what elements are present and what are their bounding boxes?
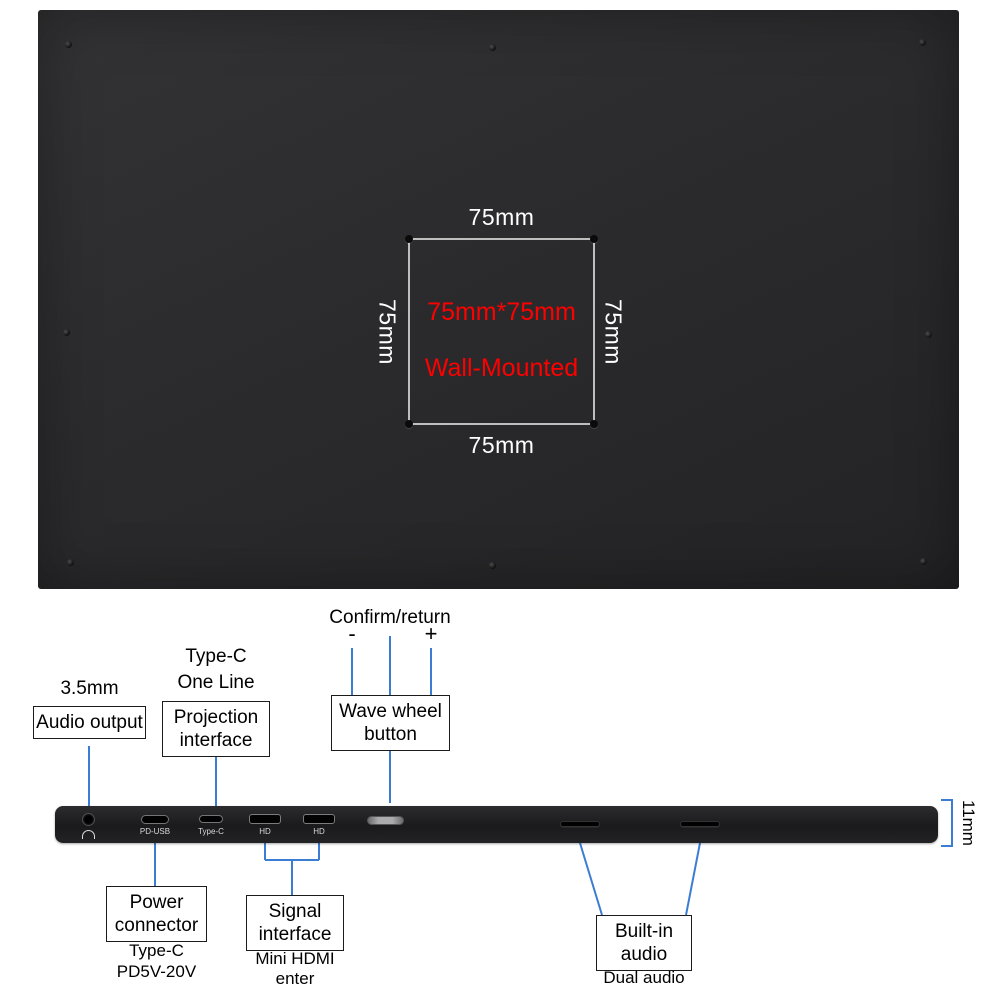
vesa-mount-outline [405,235,598,428]
thickness-dimension: 11mm [959,800,978,846]
screw-icon [63,329,70,336]
mini-hdmi-port-2-label: HD [313,827,325,836]
wheel-plus-sign: + [424,621,438,646]
monitor-back-panel: 75mm 75mm 75mm 75mm 75mm*75mm Wall-Mount… [38,10,959,589]
pd-usb-port [141,815,169,824]
screw-icon [925,331,932,338]
power-sub-1: Type-C [129,941,184,960]
vesa-mounted-text: Wall-Mounted [424,354,579,382]
vesa-hole-icon [590,420,598,428]
mini-hdmi-port-2 [303,814,335,824]
speaker-grille-left [560,821,600,827]
wave-wheel-button[interactable] [367,816,404,825]
vesa-hole-icon [405,420,413,428]
vesa-dim-left: 75mm [374,298,401,365]
audio-output-label: Audio output [36,712,143,733]
speaker-grille-right [680,821,720,827]
vesa-dim-right: 75mm [600,298,627,365]
builtin-audio-box: Built-in audio [596,915,692,971]
speaker-right-line [685,842,701,916]
signal-interface-box: Signal interface [246,895,344,951]
wheel-minus-sign: - [348,621,356,646]
screw-icon [489,562,496,569]
speakers-sub: Dual audio [603,968,685,987]
screw-icon [920,558,927,565]
vesa-dim-bottom: 75mm [468,432,535,458]
pd-usb-port-label: PD-USB [139,827,171,836]
type-c-port [199,815,223,823]
projection-caption-2: One Line [177,672,255,693]
screw-icon [489,44,496,51]
screw-icon [67,559,74,566]
wave-wheel-box: Wave wheel button [331,695,450,751]
signal-sub-2: enter [275,969,315,988]
speakers-label-line2: audio [620,944,668,965]
projection-label-line2: interface [179,730,253,751]
projection-label-line1: Projection [173,707,259,728]
vesa-hole-icon [405,235,413,243]
power-sub-2: PD5V-20V [116,962,197,981]
audio-caption: 3.5mm [60,678,119,699]
power-connector-box: Power connector [106,886,207,942]
wheel-label-line1: Wave wheel [339,701,442,722]
mini-hdmi-port-1-label: HD [259,827,271,836]
monitor-side-view: PD-USB Type-C HD HD [55,806,938,843]
power-label-line2: connector [114,915,199,936]
screw-icon [919,39,926,46]
wheel-caption: Confirm/return [329,607,451,628]
projection-caption-1: Type-C [185,646,247,667]
signal-bracket [264,843,320,895]
type-c-port-label: Type-C [198,827,224,836]
vesa-size-text: 75mm*75mm [427,298,576,326]
wheel-label-line2: button [364,724,417,745]
power-label-line1: Power [129,892,184,913]
audio-output-box: Audio output [33,706,146,739]
audio-jack-port [82,813,95,826]
projection-interface-box: Projection interface [162,701,270,757]
signal-sub-1: Mini HDMI [255,949,335,968]
speakers-label-line1: Built-in [614,921,674,942]
vesa-dim-top: 75mm [468,204,535,230]
mini-hdmi-port-1 [249,814,281,824]
signal-label-line2: interface [258,924,332,945]
screw-icon [65,41,72,48]
headphone-icon [82,830,95,839]
vesa-hole-icon [590,235,598,243]
speaker-left-line [579,842,603,916]
thickness-bracket [941,799,953,847]
signal-label-line1: Signal [268,901,322,922]
